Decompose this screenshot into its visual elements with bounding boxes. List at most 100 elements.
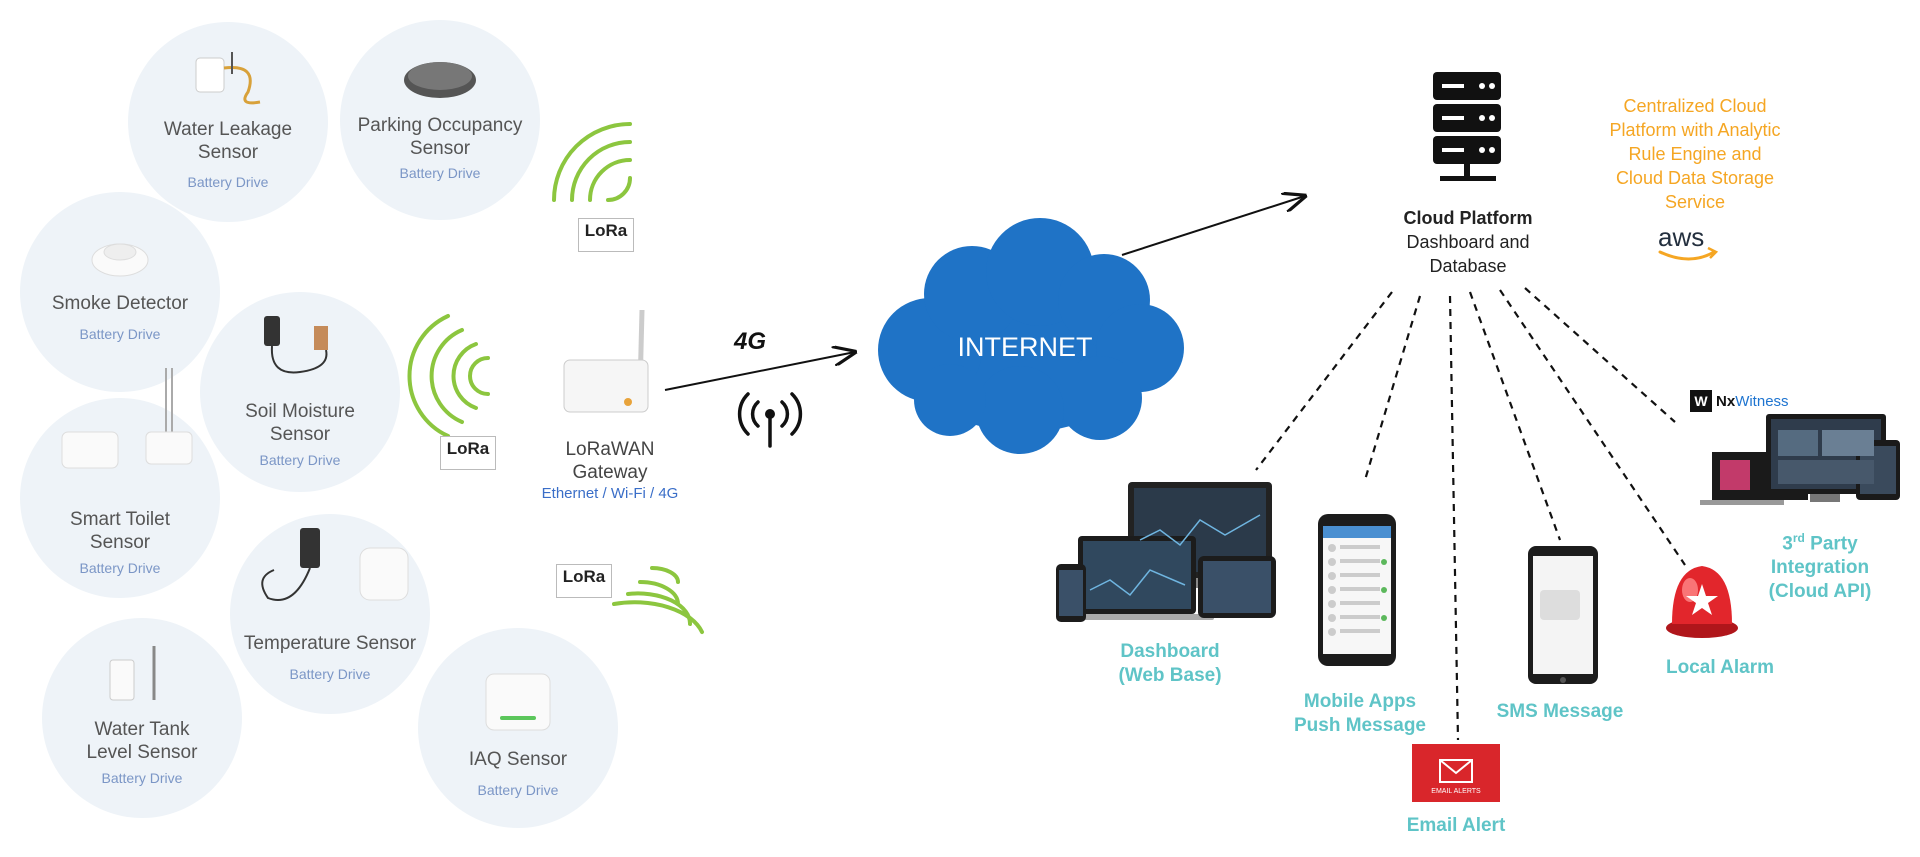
aws-line: Rule Engine and [1628,144,1762,164]
dashed-line-dashboard [1255,291,1393,471]
nx-witness-mark: W [1690,390,1712,412]
sensor-circle-temperature [230,514,430,714]
antenna-icon [737,392,803,448]
sms-phone-icon [1528,546,1598,684]
sensor-name-line1: Soil Moisture [245,401,355,422]
smoke-detector-device-icon [91,243,149,277]
sensor-drive-iaq: Battery Drive [477,782,559,798]
lora-badge-label: LoRa [446,439,490,458]
aws-line: Service [1664,192,1726,212]
sensor-circle-smoke [20,192,220,392]
third-party-line2: Integration [1770,557,1870,579]
gateway-to-internet-arrow [664,352,855,391]
aws-logo: aws [1658,222,1705,252]
third-party-number: 3 [1782,533,1793,555]
dashed-line-sms [1468,291,1562,541]
sensor-name-iaq: IAQ Sensor [418,748,618,771]
dashboard-devices-icon [1056,482,1276,622]
sensor-name-line1: Smoke Detector [51,293,189,314]
mobile-label-line1: Mobile Apps [1303,691,1417,712]
sensor-name-soil-moisture: Soil Moisture Sensor [200,400,400,446]
sensor-name-smart-toilet: Smart Toilet Sensor [20,508,220,554]
water-leakage-device-icon [195,52,261,105]
alarm-light-icon [1666,566,1738,638]
sensor-circle-iaq [418,628,618,828]
water-tank-device-icon [109,646,156,701]
sensor-name-line1: Temperature Sensor [243,633,417,654]
lora-wave-icon-bottom [612,566,704,634]
mobile-phone-icon [1318,514,1396,666]
dashboard-label-line2: (Web Base) [1118,665,1222,686]
sensor-name-line2: Level Sensor [86,742,198,763]
lora-badge-bottom: LoRa [556,564,612,598]
aws-line: Cloud Data Storage [1615,168,1775,188]
gateway-connectivity: Ethernet / Wi-Fi / 4G [541,485,679,502]
parking-sensor-device-icon [404,62,476,98]
internet-cloud-icon [878,218,1184,454]
sensor-circle-water-tank [42,618,242,818]
dashboard-label-line1: Dashboard [1120,641,1220,662]
cloud-platform-label: Cloud Platform Dashboard and Database [1358,206,1578,278]
third-party-line3: (Cloud API) [1768,581,1872,603]
third-party-line1: 3rd Party [1740,526,1900,556]
cloud-platform-line3: Database [1429,256,1507,276]
mobile-label-line2: Push Message [1294,715,1426,736]
iaq-sensor-device-icon [485,673,551,731]
sensor-drive-temperature: Battery Drive [289,666,371,682]
sms-label: SMS Message [1496,701,1624,722]
sensor-name-line2: Sensor [197,142,259,163]
gateway-device-icon [563,310,649,413]
sensor-name-line1: Water Leakage [163,119,293,140]
lora-badge-label: LoRa [584,221,628,240]
sensor-drive-water-leakage: Battery Drive [187,174,269,190]
aws-smile-icon [1658,250,1716,261]
sensor-circle-smart-toilet [20,368,220,598]
third-party-party: Party [1804,533,1858,555]
email-badge-icon [1412,744,1500,802]
sensor-circle-parking [340,20,540,220]
internet-to-cloud-arrow [1121,196,1305,256]
server-icon [1433,72,1501,181]
dashed-line-third-party [1524,287,1676,423]
aws-description: Centralized Cloud Platform with Analytic… [1570,94,1820,214]
sensor-circle-soil-moisture [200,292,400,492]
sensor-drive-water-tank: Battery Drive [101,770,183,786]
third-party-monitors-icon [1700,414,1900,505]
sensor-name-parking: Parking Occupancy Sensor [340,114,540,160]
nx-witness-nx: Nx [1716,392,1736,410]
sensor-name-line2: Sensor [269,424,331,445]
sensor-name-line1: Parking Occupancy [357,115,523,136]
gateway-label: LoRaWAN Gateway [520,438,700,484]
smart-toilet-device-icon [61,368,193,469]
sensor-drive-soil-moisture: Battery Drive [259,452,341,468]
sensor-name-smoke: Smoke Detector [20,292,220,315]
sensor-name-line1: IAQ Sensor [468,749,568,770]
dashed-line-mobile [1363,295,1422,481]
email-label: Email Alert [1406,815,1506,836]
mobile-label: Mobile Apps Push Message [1270,690,1450,738]
sensor-name-line2: Sensor [409,138,471,159]
temperature-sensor-device-icon [261,528,409,601]
dashed-line-alarm [1499,289,1686,566]
lora-badge-label: LoRa [562,567,606,586]
lora-wave-icon-left [407,314,490,438]
soil-moisture-device-icon [264,316,328,374]
cellular-4g-label: 4G [734,328,767,355]
sensor-name-line1: Water Tank [94,719,190,740]
lora-badge-left: LoRa [440,436,496,470]
sensor-circle-water-leakage [128,22,328,222]
cloud-platform-title: Cloud Platform [1403,208,1533,228]
aws-line: Platform with Analytic [1609,120,1781,140]
dashboard-label: Dashboard (Web Base) [1090,640,1250,688]
sensor-name-line2: Sensor [89,532,151,553]
dashed-line-email [1448,295,1460,741]
lora-badge-top: LoRa [578,218,634,252]
sensor-name-water-tank: Water Tank Level Sensor [42,718,242,764]
aws-line: Centralized Cloud [1623,96,1767,116]
sensor-name-line1: Smart Toilet [70,509,170,530]
sensor-drive-parking: Battery Drive [399,165,481,181]
sensor-drive-smoke: Battery Drive [79,326,161,342]
third-party-ordinal: rd [1792,531,1805,545]
